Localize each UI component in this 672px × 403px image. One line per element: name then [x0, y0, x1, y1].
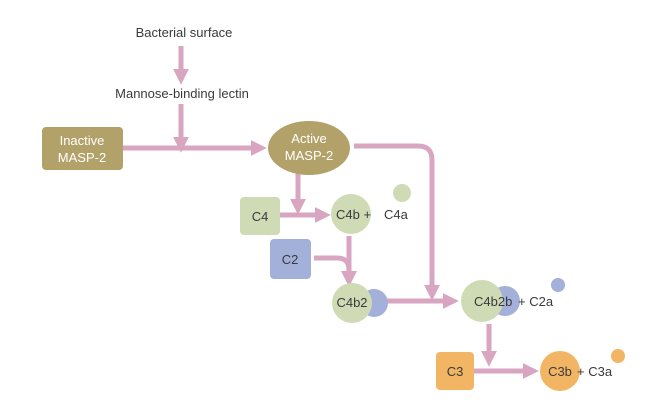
c3b-circle	[540, 351, 580, 391]
c4b2-c4b-part-circle	[332, 283, 372, 323]
inactive-masp2-label-line2: MASP-2	[58, 150, 106, 165]
inactive-masp2-label-line1: Inactive	[60, 133, 105, 148]
c4b2b-c4b-part-circle	[461, 280, 503, 322]
c4a-label: C4a	[384, 207, 409, 222]
c2-label: C2	[282, 252, 299, 267]
c2a-small-circle	[551, 278, 565, 292]
c3-box	[436, 352, 474, 390]
inactive-masp2-box	[42, 127, 123, 170]
active-masp2-ellipse	[268, 121, 350, 175]
c2-box	[270, 239, 311, 279]
plus-c2a-label: + C2a	[518, 294, 554, 309]
active-masp2-label-line2: MASP-2	[285, 148, 333, 163]
c4a-small-circle	[393, 184, 411, 202]
c4-label: C4	[252, 209, 269, 224]
arrow-c2-to-c4b2	[314, 255, 358, 287]
c4b-circle	[331, 194, 371, 234]
c3a-small-circle	[611, 349, 625, 363]
mannose-binding-lectin-label: Mannose-binding lectin	[115, 86, 249, 101]
c4b2-label: C4b2	[336, 295, 367, 310]
c3b-label: C3b	[548, 364, 572, 379]
arrow-active-to-c4b2b	[354, 143, 441, 301]
c4b2b-label: C4b2b	[474, 294, 512, 309]
bacterial-surface-label: Bacterial surface	[136, 25, 233, 40]
c4-box	[240, 197, 280, 235]
active-masp2-label-line1: Active	[291, 131, 326, 146]
c4b-plus-label: C4b +	[336, 207, 371, 222]
c3-label: C3	[447, 364, 464, 379]
plus-c3a-label: + C3a	[577, 364, 613, 379]
arrows	[123, 46, 539, 380]
